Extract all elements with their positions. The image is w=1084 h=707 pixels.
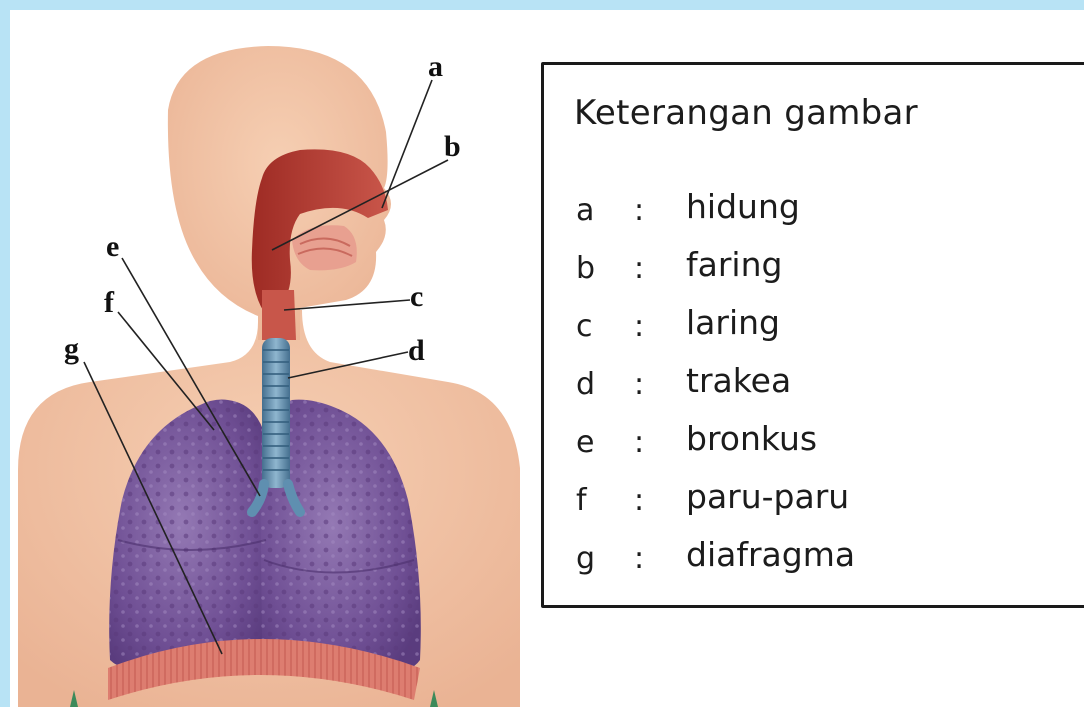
legend-item: e : bronkus — [544, 419, 1084, 469]
legend-item: g : diafragma — [544, 535, 1084, 585]
legend-text: bronkus — [686, 419, 817, 458]
legend-item: b : faring — [544, 245, 1084, 295]
respiratory-system-illustration: a b c d e f g — [0, 0, 540, 707]
legend-item: d : trakea — [544, 361, 1084, 411]
legend-colon: : — [634, 367, 644, 402]
label-e: e — [106, 230, 119, 263]
legend-text: trakea — [686, 361, 791, 400]
legend-key: c — [576, 309, 593, 344]
legend-item: c : laring — [544, 303, 1084, 353]
legend-colon: : — [634, 425, 644, 460]
legend-item: a : hidung — [544, 187, 1084, 237]
leader-line-a — [382, 80, 432, 208]
label-b: b — [444, 130, 461, 163]
label-g: g — [64, 332, 79, 365]
label-a: a — [428, 50, 443, 83]
legend-key: d — [576, 367, 595, 402]
legend-text: hidung — [686, 187, 800, 226]
legend-key: g — [576, 541, 595, 576]
legend-item: f : paru-paru — [544, 477, 1084, 527]
legend-colon: : — [634, 193, 644, 228]
legend-text: paru-paru — [686, 477, 849, 516]
legend-colon: : — [634, 541, 644, 576]
legend-panel: Keterangan gambar a : hidung b : faring … — [541, 62, 1084, 608]
legend-key: a — [576, 193, 594, 228]
legend-title: Keterangan gambar — [574, 93, 918, 133]
legend-colon: : — [634, 309, 644, 344]
label-f: f — [104, 286, 115, 319]
legend-text: laring — [686, 303, 780, 342]
legend-text: diafragma — [686, 535, 855, 574]
legend-colon: : — [634, 483, 644, 518]
legend-key: e — [576, 425, 594, 460]
label-c: c — [410, 280, 423, 313]
legend-colon: : — [634, 251, 644, 286]
label-d: d — [408, 334, 425, 367]
legend-text: faring — [686, 245, 782, 284]
legend-key: f — [576, 483, 587, 518]
legend-key: b — [576, 251, 595, 286]
